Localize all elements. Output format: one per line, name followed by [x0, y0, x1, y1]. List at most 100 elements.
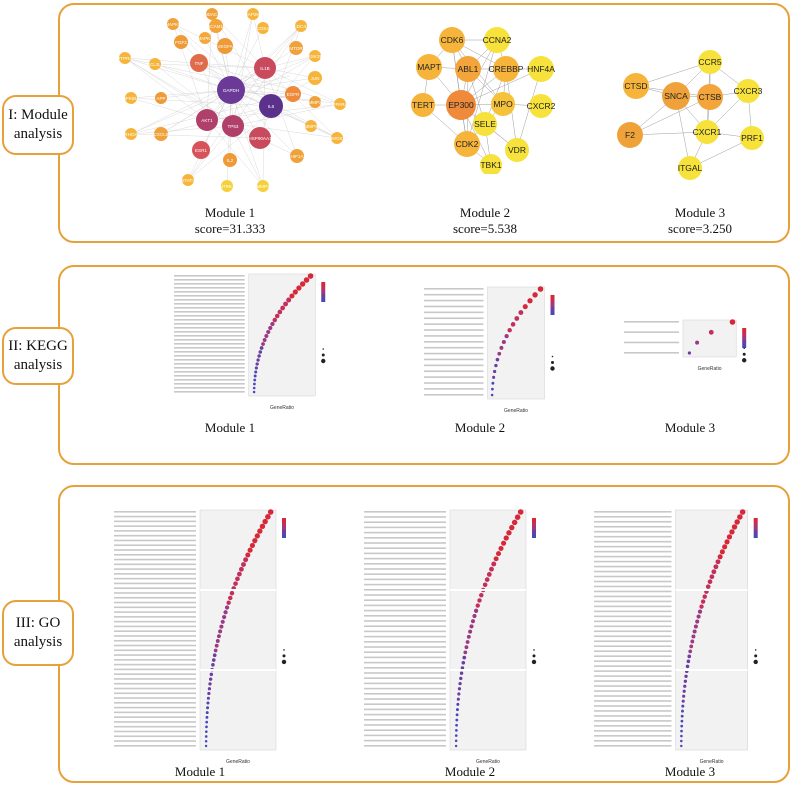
enrichment-dot [680, 739, 683, 743]
node-stat3 [182, 174, 194, 186]
enrichment-dot [724, 539, 730, 545]
node-hif1a [290, 149, 304, 163]
term-label [174, 287, 245, 289]
enrichment-dot [258, 350, 263, 354]
term-label [594, 645, 672, 648]
kegg-plot-3-area: GeneRatio [624, 319, 747, 372]
term-label [114, 716, 196, 718]
color-legend-step [282, 522, 286, 526]
node-bcl2l1 [149, 58, 161, 70]
term-label [364, 677, 446, 679]
term-label [174, 327, 245, 329]
term-label [594, 545, 672, 548]
enrichment-dot [247, 547, 253, 553]
term-label [174, 383, 245, 385]
term-label [114, 730, 196, 733]
node-vdr [505, 138, 529, 162]
term-label [114, 663, 196, 666]
enrichment-dot [486, 572, 492, 577]
term-label [594, 650, 672, 653]
node-icam1 [209, 19, 223, 33]
term-label [594, 670, 672, 672]
term-label [114, 630, 196, 632]
enrichment-dot [490, 393, 494, 397]
term-label [364, 739, 446, 742]
enrichment-dot [205, 715, 209, 719]
enrichment-dot [280, 305, 286, 311]
node-prf1 [740, 126, 764, 150]
node-ccna2 [484, 27, 510, 53]
node-cxcr3 [736, 79, 760, 103]
enrichment-dot [270, 321, 275, 327]
enrichment-dot [495, 551, 502, 557]
network-3-edges [629, 61, 753, 169]
size-legend-dot [742, 358, 747, 363]
enrichment-dot [477, 598, 482, 603]
enrichment-dot [241, 562, 246, 567]
term-label [594, 540, 672, 543]
color-legend-step [282, 530, 286, 534]
node-label-gsk3b: GSK3B [307, 54, 322, 59]
kegg-plot-1: GeneRatio [170, 272, 345, 412]
go-plot-1-area: GeneRatio [114, 509, 287, 765]
term-label [364, 745, 446, 747]
node-nfkbia [125, 92, 137, 104]
term-label [364, 604, 446, 607]
kegg-analysis-text: II: KEGG analysis [8, 338, 68, 373]
enrichment-dot [209, 672, 214, 677]
term-label [364, 651, 446, 653]
enrichment-dot [205, 730, 208, 734]
color-legend-step [742, 340, 747, 344]
enrichment-dot [696, 614, 701, 619]
term-label [364, 542, 446, 544]
node-label-hdac1: HDAC1 [204, 12, 220, 17]
term-label [114, 553, 196, 556]
term-label [114, 534, 196, 537]
go-caption-1: Module 1 [174, 764, 226, 779]
term-label [624, 321, 679, 323]
term-label [364, 599, 446, 601]
node-label-hif1a: HIF1A [290, 154, 304, 159]
module-analysis-text: I: Module analysis [8, 107, 68, 142]
enrichment-dot [493, 556, 499, 562]
term-label [594, 550, 672, 553]
term-label [424, 352, 484, 355]
term-label [594, 655, 672, 657]
term-label [424, 341, 484, 343]
term-label [364, 563, 446, 565]
term-label [364, 656, 446, 659]
go-plot-2: GeneRatio [360, 508, 560, 766]
node-label-f2: F2 [625, 130, 635, 140]
size-legend-dot [551, 355, 554, 358]
enrichment-dot [504, 333, 509, 339]
term-label [364, 698, 446, 700]
term-label [594, 715, 672, 717]
module-3-name: Module 3 [674, 205, 726, 220]
enrichment-dot [682, 689, 686, 693]
node-hdac1 [206, 8, 218, 20]
node-itgal [678, 156, 702, 180]
node-hmox1 [331, 132, 343, 144]
enrichment-dot [494, 363, 498, 368]
term-label [174, 303, 245, 305]
node-mtor [289, 41, 303, 55]
term-label [364, 708, 446, 711]
size-legend-dot [550, 366, 555, 371]
node-il1b [254, 57, 276, 79]
term-label [594, 720, 672, 722]
node-label-tert: TERT [412, 100, 434, 110]
term-label [114, 673, 196, 675]
node-label-gapdh: GAPDH [223, 88, 239, 93]
node-app [155, 92, 167, 104]
term-label [114, 620, 196, 623]
color-legend-step [532, 526, 536, 530]
term-label [114, 668, 196, 671]
enrichment-dot [266, 329, 271, 335]
color-legend-step [321, 282, 326, 286]
kegg-caption-3: Module 3 [664, 420, 716, 435]
node-label-fgf2: FGF2 [175, 40, 187, 45]
node-label-cxcr1: CXCR1 [693, 127, 722, 137]
enrichment-dot [219, 624, 224, 629]
